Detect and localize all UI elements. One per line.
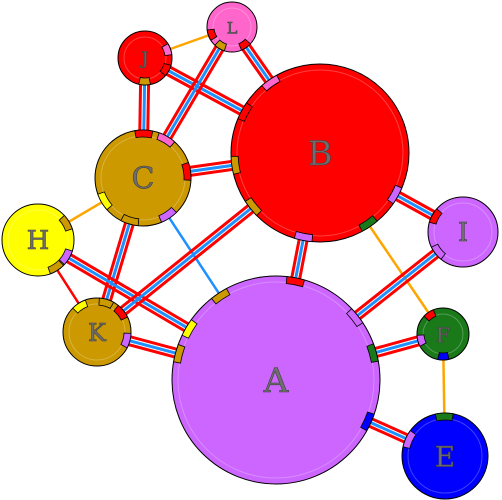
node-label-J: J [139, 49, 148, 70]
port-A-F [366, 343, 379, 363]
port-K-B [113, 304, 129, 321]
node-E[interactable]: E [401, 412, 489, 500]
port-C-B [181, 161, 192, 181]
port-A-E [360, 411, 375, 432]
port-C-K [120, 213, 140, 227]
port-C-H [97, 191, 113, 211]
node-circle [171, 275, 381, 485]
port-C-J [134, 129, 154, 139]
port-F-B [423, 309, 437, 322]
node-label-H: H [27, 226, 50, 256]
node-A[interactable]: A [171, 275, 381, 485]
port-K-C [98, 297, 115, 309]
port-A-B [285, 276, 305, 288]
node-L[interactable]: L [206, 1, 258, 53]
port-A-C [210, 287, 231, 305]
port-J-C [138, 76, 151, 86]
port-I-A [430, 243, 446, 260]
node-B[interactable]: B [230, 63, 410, 243]
node-inner-ring [177, 281, 375, 479]
port-J-B [159, 63, 172, 77]
port-C-A [158, 206, 177, 223]
node-label-B: B [308, 134, 333, 174]
port-C-L [156, 132, 176, 148]
node-label-F: F [436, 323, 450, 347]
port-H-A [58, 248, 73, 266]
node-inner-ring [212, 7, 252, 47]
node-circle [62, 297, 132, 367]
node-label-A: A [263, 361, 289, 401]
port-H-K [47, 259, 65, 275]
node-H[interactable]: H [1, 203, 75, 277]
port-B-K [244, 197, 263, 216]
port-L-J [206, 28, 218, 41]
node-label-E: E [435, 441, 455, 474]
node-K[interactable]: K [62, 297, 132, 367]
port-B-J [237, 102, 253, 122]
port-F-E [437, 352, 450, 361]
port-I-B [428, 208, 443, 225]
port-J-L [161, 43, 173, 57]
node-J[interactable]: J [117, 30, 173, 86]
node-F[interactable]: F [416, 307, 470, 361]
node-circle [230, 63, 410, 243]
node-label-K: K [88, 319, 107, 347]
port-F-A [416, 334, 427, 347]
node-label-C: C [132, 162, 155, 197]
node-circle [427, 196, 499, 268]
port-B-C [230, 155, 241, 175]
node-I[interactable]: I [427, 196, 499, 268]
node-inner-ring [236, 69, 404, 237]
port-K-A [120, 332, 132, 349]
node-inner-ring [7, 209, 69, 271]
port-E-F [434, 412, 454, 422]
node-C[interactable]: C [94, 129, 192, 227]
port-B-F [358, 215, 378, 232]
node-label-I: I [458, 218, 468, 248]
port-B-A [293, 231, 314, 243]
node-inner-ring [68, 303, 126, 361]
port-K-H [72, 299, 89, 314]
node-inner-ring [433, 202, 493, 262]
port-L-C [214, 39, 228, 52]
port-E-A [402, 430, 417, 449]
port-A-I [346, 308, 364, 328]
port-H-C [58, 214, 73, 232]
node-label-L: L [227, 19, 238, 38]
port-L-B [238, 38, 251, 51]
port-B-L [261, 74, 281, 92]
port-A-K [173, 343, 186, 364]
port-B-I [386, 184, 403, 205]
port-A-H [181, 319, 198, 339]
node-circle [1, 203, 75, 277]
